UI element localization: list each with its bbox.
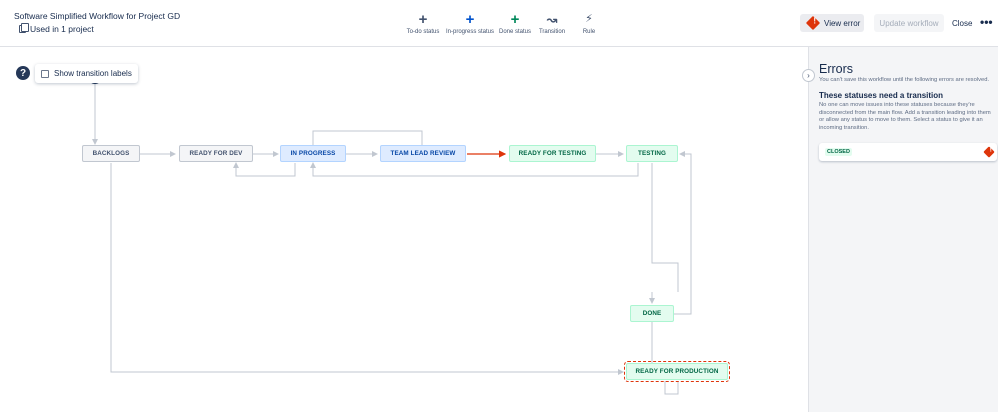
add-rule-button[interactable]: ⚡ Rule <box>559 12 619 35</box>
todo-status-label: To-do status <box>406 29 440 35</box>
workflow-header: Software Simplified Workflow for Project… <box>0 0 998 47</box>
edge-production-down <box>664 381 679 395</box>
status-node-in-progress[interactable]: IN PROGRESS <box>280 145 346 162</box>
status-node-ready-for-production[interactable]: READY FOR PRODUCTION <box>624 361 730 382</box>
status-node-done[interactable]: DONE <box>630 305 674 322</box>
status-node-backlogs[interactable]: BACKLOGS <box>82 145 140 162</box>
errors-heading: These statuses need a transition <box>819 91 944 100</box>
status-lozenge: CLOSED <box>825 148 852 156</box>
status-node-ready-for-testing[interactable]: READY FOR TESTING <box>509 145 596 162</box>
add-transition-button[interactable]: ↝ Transition <box>522 12 582 35</box>
inprogress-status-label: In-progress status <box>445 29 495 35</box>
used-in-projects[interactable]: Used in 1 project <box>19 23 94 34</box>
show-transition-labels-label: Show transition labels <box>54 69 132 78</box>
transition-label: Transition <box>538 29 566 35</box>
edge-done-testing <box>674 151 692 315</box>
more-icon[interactable]: ••• <box>980 15 993 29</box>
edge-inprogress-loop <box>312 130 423 146</box>
update-workflow-button[interactable]: Update workflow <box>874 14 944 32</box>
help-icon[interactable]: ? <box>16 66 30 80</box>
errors-subtitle: You can't save this workflow until the f… <box>819 77 990 83</box>
plus-icon: + <box>465 11 475 28</box>
status-node-team-lead-review[interactable]: TEAM LEAD REVIEW <box>380 145 466 162</box>
edge-inprogress-readydev <box>233 162 296 177</box>
lightning-icon: ⚡ <box>585 13 593 25</box>
transition-lines <box>88 70 692 395</box>
view-error-button[interactable]: View error <box>800 14 864 32</box>
edge-backlogs-production <box>110 163 624 375</box>
plus-icon: + <box>418 11 428 28</box>
close-button[interactable]: Close <box>952 18 973 28</box>
add-done-status-button[interactable]: + Done status <box>485 12 545 35</box>
plus-icon: + <box>510 11 520 28</box>
status-node-testing[interactable]: TESTING <box>626 145 678 162</box>
error-icon <box>983 146 995 158</box>
show-transition-labels-toggle[interactable]: Show transition labels <box>35 64 138 83</box>
error-icon <box>805 15 821 31</box>
checkbox[interactable] <box>41 69 49 78</box>
view-error-label: View error <box>824 18 861 28</box>
used-in-label: Used in 1 project <box>30 24 94 34</box>
add-inprogress-status-button[interactable]: + In-progress status <box>440 12 500 35</box>
error-status-card[interactable]: CLOSED <box>819 143 997 161</box>
rule-label: Rule <box>582 29 596 35</box>
edge-testing-inprogress <box>310 162 639 177</box>
errors-panel: › Errors You can't save this workflow un… <box>802 47 998 412</box>
add-todo-status-button[interactable]: + To-do status <box>393 12 453 35</box>
edge-testing-done <box>651 163 679 292</box>
copy-icon <box>19 23 29 33</box>
status-node-ready-for-dev[interactable]: READY FOR DEV <box>179 145 253 162</box>
errors-description: No one can move issues into these status… <box>819 102 991 131</box>
transition-icon: ↝ <box>546 12 558 27</box>
errors-title: Errors <box>819 62 854 76</box>
workflow-canvas[interactable]: ? Show transition labels BACKLOGS READY … <box>0 47 808 412</box>
chevron-right-icon[interactable]: › <box>802 69 815 82</box>
workflow-title: Software Simplified Workflow for Project… <box>14 11 181 21</box>
done-status-label: Done status <box>498 29 532 35</box>
